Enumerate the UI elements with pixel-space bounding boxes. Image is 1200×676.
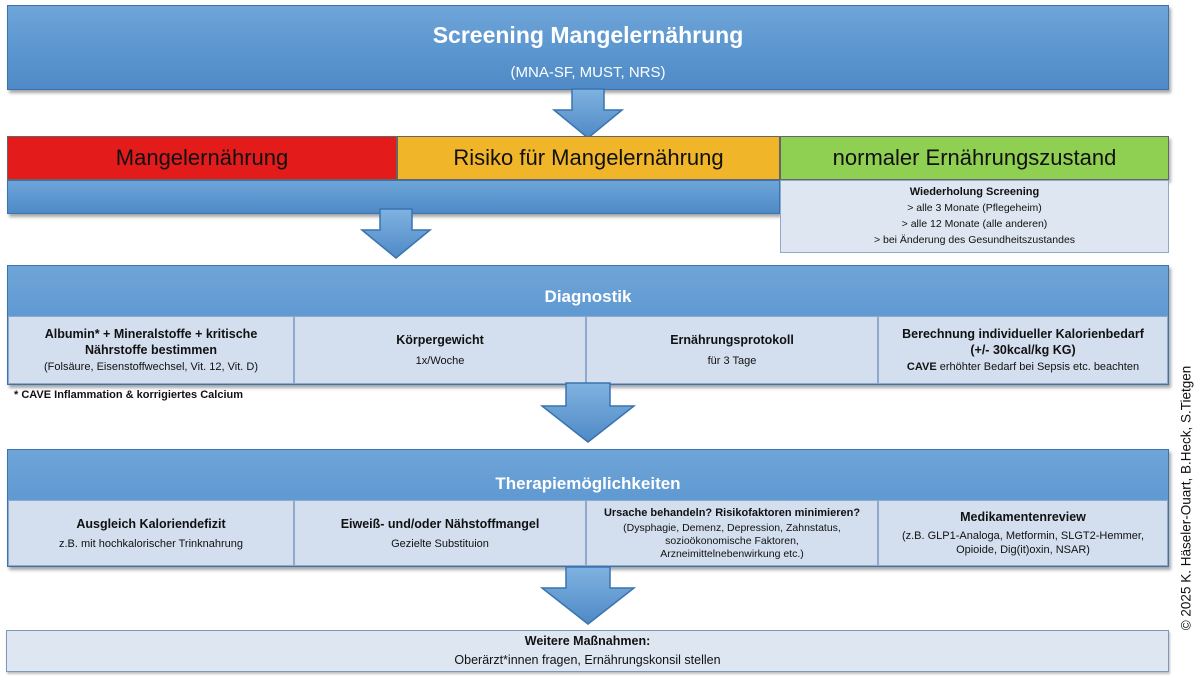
weitere-massnahmen-box: Weitere Maßnahmen: Oberärzt*innen fragen… — [6, 630, 1169, 672]
repeat-title: Wiederholung Screening — [909, 186, 1040, 198]
arrow-down-icon — [540, 566, 636, 625]
card-subtitle: Gezielte Substituion — [391, 537, 489, 550]
screening-box: Screening Mangelernährung (MNA-SF, MUST,… — [7, 5, 1169, 90]
arrow-down-icon — [552, 88, 624, 139]
category-normal: normaler Ernährungszustand — [780, 136, 1169, 180]
repeat-screening-box: Wiederholung Screening > alle 3 Monate (… — [780, 180, 1169, 253]
arrow-down-icon — [360, 208, 432, 259]
card-subtitle: (Dysphagie, Demenz, Depression, Zahnstat… — [623, 521, 841, 560]
cave-text: erhöhter Bedarf bei Sepsis etc. beachten — [936, 361, 1140, 373]
card-title: Körpergewicht — [396, 333, 484, 347]
diagnostik-title: Diagnostik — [544, 287, 632, 306]
repeat-line: > alle 12 Monate (alle anderen) — [901, 218, 1048, 230]
repeat-line: > bei Änderung des Gesundheitszustandes — [873, 234, 1076, 246]
card-title: Medikamentenreview — [960, 510, 1086, 524]
card-title: Eiweiß- und/oder Nähstoffmangel — [340, 516, 540, 531]
card-subtitle: 1x/Woche — [415, 355, 465, 367]
diagnostik-card-labs: Albumin* + Mineralstoffe + kritische Näh… — [8, 316, 294, 384]
repeat-line: > alle 3 Monate (Pflegeheim) — [907, 202, 1042, 214]
card-subtitle: (z.B. GLP1-Analoga, Metformin, SLGT2-Hem… — [901, 530, 1145, 556]
card-subtitle: CAVE erhöhter Bedarf bei Sepsis etc. bea… — [907, 360, 1139, 374]
screening-subtitle: (MNA-SF, MUST, NRS) — [510, 64, 666, 81]
diagnostik-card-protocol: Ernährungsprotokoll für 3 Tage — [586, 316, 878, 384]
diagnostik-card-calories: Berechnung individueller Kalorienbedarf … — [878, 316, 1168, 384]
card-title: Albumin* + Mineralstoffe + kritische Näh… — [44, 327, 258, 357]
card-title: Ausgleich Kaloriendefizit — [76, 516, 226, 531]
therapie-title: Therapiemöglichkeiten — [495, 474, 681, 493]
copyright-credit: © 2025 K. Häseler-Ouart, B.Heck, S.Tietg… — [1178, 365, 1194, 631]
card-subtitle: für 3 Tage — [707, 355, 757, 367]
therapie-card-medication: Medikamentenreview (z.B. GLP1-Analoga, M… — [878, 500, 1168, 566]
card-title: Berechnung individueller Kalorienbedarf … — [902, 327, 1144, 357]
cave-label: CAVE — [906, 361, 937, 373]
card-subtitle: z.B. mit hochkalorischer Trinknahrung — [58, 537, 244, 550]
screening-title: Screening Mangelernährung — [432, 22, 744, 48]
diagnostik-footnote: * CAVE Inflammation & korrigiertes Calci… — [14, 389, 244, 401]
therapie-card-cause: Ursache behandeln? Risikofaktoren minimi… — [586, 500, 878, 566]
arrow-down-icon — [540, 382, 636, 443]
category-risk: Risiko für Mangelernährung — [397, 136, 780, 180]
card-title: Ursache behandeln? Risikofaktoren minimi… — [603, 506, 861, 519]
therapie-card-calories: Ausgleich Kaloriendefizit z.B. mit hochk… — [8, 500, 294, 566]
card-title: Ernährungsprotokoll — [670, 333, 794, 347]
therapie-card-protein: Eiweiß- und/oder Nähstoffmangel Gezielte… — [294, 500, 586, 566]
diagnostik-card-weight: Körpergewicht 1x/Woche — [294, 316, 586, 384]
weitere-title: Weitere Maßnahmen: — [524, 634, 651, 648]
card-subtitle: (Folsäure, Eisenstoffwechsel, Vit. 12, V… — [44, 361, 258, 373]
category-malnutrition: Mangelernährung — [7, 136, 397, 180]
weitere-text: Oberärzt*innen fragen, Ernährungskonsil … — [454, 653, 721, 667]
